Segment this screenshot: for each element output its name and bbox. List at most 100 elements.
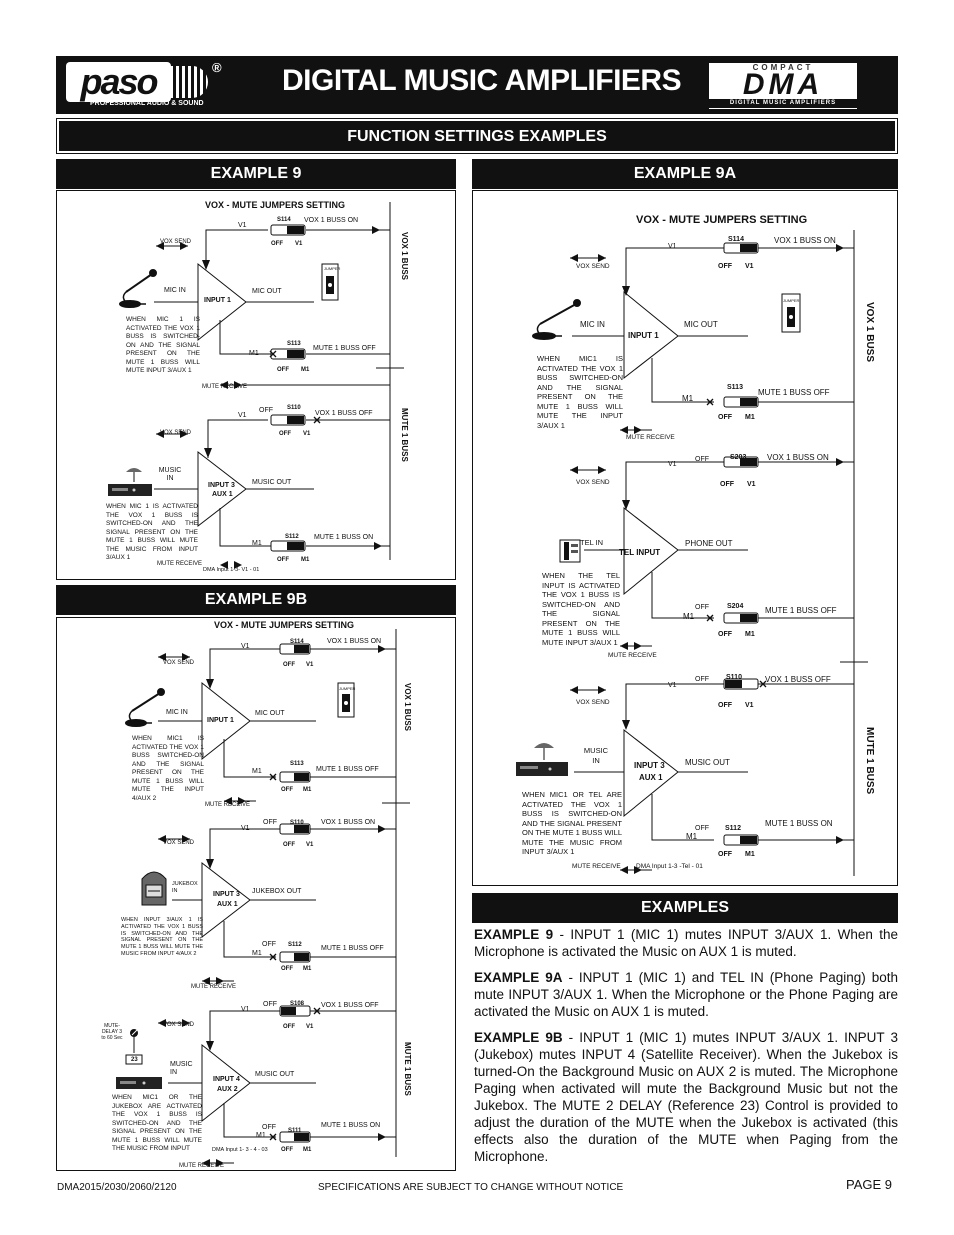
example-9b-wiring: [116, 629, 410, 1167]
ex9b-b3-mute-off: OFF: [281, 1147, 293, 1153]
ex9b-b1-vox-send: VOX SEND: [163, 660, 195, 666]
section-title: FUNCTION SETTINGS EXAMPLES: [59, 121, 895, 151]
ex9-b2-pin: V1: [303, 431, 311, 437]
ex9a-b2-mute-label: MUTE 1 BUSS OFF: [765, 606, 837, 615]
ex9a-b3-out: MUSIC OUT: [685, 758, 730, 767]
ex9a-b3-jumper-label: VOX 1 BUSS OFF: [765, 675, 831, 684]
ex9a-b1-pin: V1: [745, 263, 754, 270]
mute-delay-knob-icon: [125, 1028, 143, 1065]
ex9-jumper-icon-label: JUMPER: [324, 266, 341, 271]
ex9-b2-input-label: MUSIC IN: [158, 467, 182, 482]
jumper-icon: [781, 293, 801, 333]
ex9b-b2-mute-off-lbl: OFF: [262, 941, 276, 948]
ex9-b1-vox-send: VOX SEND: [160, 239, 192, 245]
ex9b-b2-vox-send: VOX SEND: [163, 840, 195, 846]
footer-notice: SPECIFICATIONS ARE SUBJECT TO CHANGE WIT…: [318, 1182, 624, 1193]
ex9b-b2-jumper: S110: [290, 820, 304, 826]
ex9b-b3-m1: M1: [256, 1132, 266, 1139]
example-9a-heading: EXAMPLE 9A: [472, 159, 898, 189]
ex9-b2-m1: M1: [252, 540, 262, 547]
ex9a-b1-mute-pin: M1: [745, 414, 755, 421]
ex9a-b3-mute-off-lbl: OFF: [695, 825, 709, 832]
ex9-b2-jumper-label: VOX 1 BUSS OFF: [315, 410, 373, 417]
ex9-b1-m1: M1: [249, 350, 259, 357]
ex9a-b2-amp: TEL INPUT: [619, 548, 661, 557]
ex9-b2-mute-jumper: S112: [285, 534, 299, 540]
music-receiver-icon: [108, 468, 152, 496]
music-receiver-icon: [116, 1077, 162, 1089]
ex9-b2-mute-receive: MUTE RECEIVE: [157, 561, 203, 567]
microphone-icon: [119, 269, 157, 308]
ex9-b1-mute-label: MUTE 1 BUSS OFF: [313, 345, 376, 352]
ex9a-b3-jumper: S110: [726, 674, 742, 681]
registered-mark: ®: [212, 60, 222, 75]
ex9a-b1-vox-send: VOX SEND: [576, 263, 610, 270]
ex9b-b2-off: OFF: [283, 842, 295, 848]
ex9a-b3-note: WHEN MIC1 OR TEL ARE ACTIVATED THE VOX 1…: [522, 790, 622, 856]
brand-tagline: PROFESSIONAL AUDIO & SOUND: [90, 100, 204, 107]
ex9b-b3-mute-jumper: S111: [288, 1128, 302, 1134]
ex9-b2-note: WHEN MIC 1 IS ACTIVATED THE VOX 1 BUSS I…: [106, 503, 198, 561]
ex9b-b3-note: WHEN MIC1 OR THE JUKEBOX ARE ACTIVATED T…: [112, 1094, 202, 1152]
ex9-b1-mute-jumper: S113: [287, 341, 301, 347]
ex9b-b3-pin: V1: [306, 1024, 314, 1030]
ex9-b2-mute-pin: M1: [301, 557, 310, 563]
ex9-b1-jumper-label: VOX 1 BUSS ON: [304, 217, 359, 224]
ex9b-b1-amp: INPUT 1: [207, 717, 234, 724]
ex9b-b3-delay-ref: 23: [131, 1057, 138, 1063]
ex9b-jumper-icon-label: JUMPER: [339, 686, 356, 691]
example-9a-wiring: [516, 230, 868, 876]
ex9a-b1-mute-jumper: S113: [727, 384, 743, 391]
dma-badge-main: DMA: [742, 68, 824, 101]
ex9b-b3-amp1: INPUT 4: [213, 1076, 240, 1083]
ex9a-b3-mute-pin: M1: [745, 851, 755, 858]
ex9-b2-jumper: S110: [287, 405, 301, 411]
ex9a-b2-pin: V1: [747, 481, 756, 488]
ex9b-b2-amp2: AUX 1: [217, 901, 238, 908]
footer-models: DMA2015/2030/2060/2120: [57, 1182, 177, 1193]
ex9a-b1-input-label: MIC IN: [580, 320, 605, 329]
jumper-icon: [337, 682, 355, 718]
ex9b-b3-jumper-label: VOX 1 BUSS OFF: [321, 1002, 379, 1009]
ex9a-b3-input-label: MUSIC IN: [583, 746, 609, 765]
ex9a-b3-mute-jumper: S112: [725, 825, 741, 832]
ex9b-b2-mute-off: OFF: [281, 966, 293, 972]
music-receiver-icon: [516, 743, 568, 776]
ex9b-b1-mute-jumper: S113: [290, 761, 304, 767]
ex9-b2-mute-off: OFF: [277, 557, 289, 563]
ex9b-b2-mute-pin: M1: [303, 966, 312, 972]
ex9-b1-jumper: S114: [277, 217, 291, 223]
ex9b-b1-jumper-label: VOX 1 BUSS ON: [327, 638, 382, 645]
ex9a-subtitle: VOX - MUTE JUMPERS SETTING: [636, 214, 808, 226]
ex9-b1-v1: V1: [238, 222, 247, 229]
ex9b-b3-v1: V1: [241, 1006, 250, 1013]
ex9a-b2-jumper-label: VOX 1 BUSS ON: [767, 453, 829, 462]
ex9b-b1-mute-receive: MUTE RECEIVE: [205, 802, 251, 808]
ex9b-b1-off: OFF: [283, 662, 295, 668]
ex9a-b1-off: OFF: [718, 263, 732, 270]
ex9-b2-vox-send: VOX SEND: [160, 430, 192, 436]
ex9b-b2-out: JUKEBOX OUT: [252, 888, 302, 895]
ex9a-vox-bus-label: VOX 1 BUSS: [864, 302, 875, 363]
brand-wordmark: paso: [66, 62, 171, 102]
ex9b-b3-out: MUSIC OUT: [255, 1071, 295, 1078]
ex9a-b2-input-label: TEL IN: [580, 538, 604, 547]
ex9a-b1-jumper-label: VOX 1 BUSS ON: [774, 236, 836, 245]
ex9a-b2-note: WHEN THE TEL INPUT IS ACTIVATED THE VOX …: [542, 571, 620, 647]
example-9b-text: - INPUT 1 (MIC 1) mutes INPUT 3/AUX 1. I…: [474, 1030, 898, 1164]
ex9b-ref: DMA Input 1- 3 - 4 - 03: [212, 1147, 268, 1153]
ex9b-b2-pin: V1: [306, 842, 314, 848]
ex9b-b2-mute-label: MUTE 1 BUSS OFF: [321, 945, 384, 952]
ex9-b2-off-lbl: OFF: [259, 407, 273, 414]
ex9b-b2-input-label: JUKEBOX IN: [172, 881, 198, 894]
ex9a-b3-vox-send: VOX SEND: [576, 699, 610, 706]
ex9-b1-mute-receive: MUTE RECEIVE: [202, 384, 248, 390]
ex9b-b2-mute-jumper: S112: [288, 942, 302, 948]
ex9-subtitle: VOX - MUTE JUMPERS SETTING: [205, 200, 346, 210]
ex9b-b3-mute-off-lbl: OFF: [262, 1124, 276, 1131]
ex9b-b2-m1: M1: [252, 950, 262, 957]
ex9b-b3-amp2: AUX 2: [217, 1086, 238, 1093]
ex9b-b1-jumper: S114: [290, 639, 304, 645]
ex9a-b1-note: WHEN MIC1 IS ACTIVATED THE VOX 1 BUSS SW…: [537, 354, 623, 430]
ex9a-b2-off: OFF: [720, 481, 734, 488]
